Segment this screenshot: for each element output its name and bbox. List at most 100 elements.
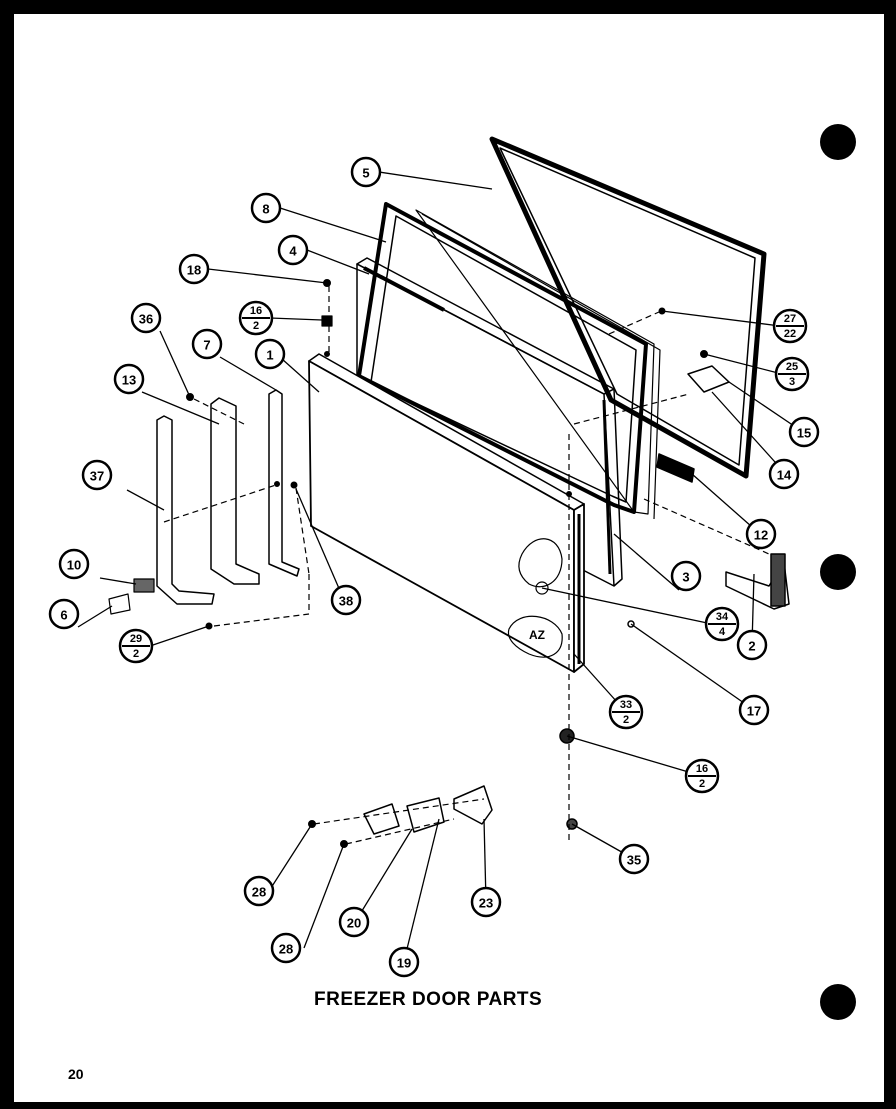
part-left-brackets (108, 389, 300, 630)
callout-label: 28 (279, 942, 293, 957)
callout-label: 13 (122, 373, 136, 388)
callout-fraction-top: 33 (620, 699, 632, 711)
callout-circle (130, 302, 162, 334)
callout-c8: 8 (250, 192, 282, 224)
callout-label: 18 (187, 263, 201, 278)
callout-c1: 1 (254, 338, 286, 370)
callout-circle (113, 363, 145, 395)
callout-fraction-bottom: 22 (784, 328, 796, 340)
callout-c34: 344 (704, 606, 740, 642)
callout-c17: 17 (738, 694, 770, 726)
callout-c18: 18 (178, 253, 210, 285)
callout-circle (58, 548, 90, 580)
callout-c28a: 28 (243, 875, 275, 907)
callout-label: 1 (266, 348, 273, 363)
callout-fraction-bottom: 2 (133, 648, 139, 660)
callout-circle (470, 886, 502, 918)
callout-circle (243, 875, 275, 907)
callout-circle (768, 458, 800, 490)
callout-circle (745, 518, 777, 550)
binder-hole-middle (820, 554, 856, 590)
callout-label: 38 (339, 594, 353, 609)
callout-fraction-bottom: 3 (789, 376, 795, 388)
part-gasket-frame (489, 136, 767, 479)
callout-c28b: 28 (270, 932, 302, 964)
callout-label: 20 (347, 916, 361, 931)
exploded-parts-diagram: AZ (48, 136, 820, 978)
callout-circle (618, 843, 650, 875)
part-outer-door: AZ (308, 351, 585, 673)
callout-c6: 6 (48, 598, 80, 630)
callout-c36: 36 (130, 302, 162, 334)
callout-fraction-top: 25 (786, 361, 798, 373)
callout-c35: 35 (618, 843, 650, 875)
callout-circle (191, 328, 223, 360)
callout-c20: 20 (338, 906, 370, 938)
callout-circle (788, 416, 820, 448)
callout-c25: 253 (774, 356, 810, 392)
callout-circle (277, 234, 309, 266)
callout-label: 8 (262, 202, 269, 217)
callout-circle (270, 932, 302, 964)
leader-lines (77, 171, 801, 962)
page-title: FREEZER DOOR PARTS (314, 989, 543, 1010)
binder-hole-top (820, 124, 856, 160)
callout-c3: 3 (670, 560, 702, 592)
part-bottom-hinge (308, 785, 493, 848)
callout-fraction-top: 27 (784, 313, 796, 325)
callout-c23: 23 (470, 886, 502, 918)
callout-c10: 10 (58, 548, 90, 580)
callout-label: 36 (139, 312, 153, 327)
callout-c16b: 162 (684, 758, 720, 794)
callout-circle (736, 629, 768, 661)
callout-label: 3 (682, 570, 689, 585)
callout-fraction-top: 16 (250, 305, 262, 317)
callout-c37: 37 (81, 459, 113, 491)
callout-circle (338, 906, 370, 938)
callout-circle (81, 459, 113, 491)
callout-circle (738, 694, 770, 726)
callout-circle (250, 192, 282, 224)
callout-label: 37 (90, 469, 104, 484)
svg-text:AZ: AZ (529, 628, 545, 642)
page-number: 20 (68, 1066, 84, 1082)
callout-circle (350, 156, 382, 188)
callout-label: 14 (777, 468, 792, 483)
callout-label: 15 (797, 426, 811, 441)
callout-circle (254, 338, 286, 370)
callout-label: 19 (397, 956, 411, 971)
callout-c29: 292 (118, 628, 154, 664)
callout-label: 6 (60, 608, 67, 623)
callout-label: 10 (67, 558, 81, 573)
callout-label: 17 (747, 704, 761, 719)
callout-fraction-top: 16 (696, 763, 708, 775)
callout-label: 5 (362, 166, 369, 181)
callout-c33: 332 (608, 694, 644, 730)
callout-c14: 14 (768, 458, 800, 490)
callout-fraction-top: 34 (716, 611, 729, 623)
callout-c15: 15 (788, 416, 820, 448)
callout-label: 28 (252, 885, 266, 900)
callout-circle (48, 598, 80, 630)
callout-label: 4 (289, 244, 297, 259)
callout-c13: 13 (113, 363, 145, 395)
callout-c12: 12 (745, 518, 777, 550)
callout-c5: 5 (350, 156, 382, 188)
callout-c2: 2 (736, 629, 768, 661)
callout-label: 35 (627, 853, 641, 868)
callout-c19: 19 (388, 946, 420, 978)
callout-c4: 4 (277, 234, 309, 266)
callout-fraction-bottom: 2 (699, 778, 705, 790)
callout-c38: 38 (330, 584, 362, 616)
callout-fraction-bottom: 4 (719, 626, 726, 638)
callout-c7: 7 (191, 328, 223, 360)
callout-circle (178, 253, 210, 285)
callout-circle (388, 946, 420, 978)
callout-label: 2 (748, 639, 755, 654)
callout-fraction-top: 29 (130, 633, 142, 645)
callout-label: 12 (754, 528, 768, 543)
assembly-lines (163, 286, 770, 845)
callout-fraction-bottom: 2 (623, 714, 629, 726)
callout-label: 7 (203, 338, 210, 353)
